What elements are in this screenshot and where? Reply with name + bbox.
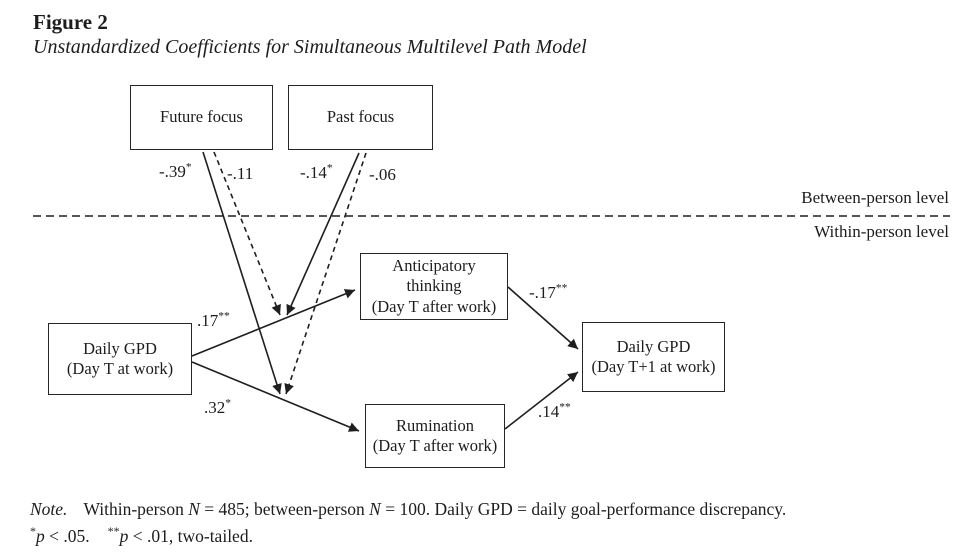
note-text: = 100. Daily GPD = daily goal-performanc… [380,499,787,519]
figure-label: Figure 2 [33,10,108,34]
significance-stars: ** [218,310,230,323]
coefficient-value: -.39 [159,162,186,181]
significance-stars: * [225,397,231,410]
coefficient-future-focus-on-rumination-path: -.39* [159,162,192,182]
node-label-line: (Day T after work) [372,436,498,455]
node-label-line: Daily GPD [83,338,157,358]
note-n-symbol: N [369,499,381,519]
node-future-focus: Future focus [130,85,273,150]
coefficient-value: -.17 [529,283,556,302]
node-label-line: (Day T+1 at work) [591,357,716,376]
coefficient-value: -.06 [369,165,396,184]
coefficient-future-focus-on-anticipatory-path: -.11 [227,164,253,184]
node-past-focus: Past focus [288,85,433,150]
coefficient-value: .14 [538,402,560,421]
note-n-symbol: N [188,499,200,519]
node-label: Future focus [160,107,243,127]
node-label-line: (Day T at work) [66,359,174,378]
node-label-line: Anticipatory [392,256,476,276]
node-label-line: Rumination [396,415,474,435]
coefficient-gpd-to-anticipatory: .17** [197,311,230,331]
between-person-level-label: Between-person level [801,188,949,207]
node-daily-gpd-day-t: Daily GPD (Day T at work) [48,323,192,395]
within-person-level-label: Within-person level [814,222,949,241]
note-label: Note. [30,499,68,519]
coefficient-value: -.11 [227,164,254,183]
note-star: * [30,524,36,539]
node-label-line: thinking [406,276,462,296]
path-gpd-to-anticipatory [191,289,356,357]
significance-stars: * [326,162,333,175]
node-label: Past focus [326,107,395,127]
path-anticipatory-to-gpd-t1 [507,286,579,350]
note-text: Within-person [83,499,189,519]
coefficient-gpd-to-rumination: .32* [204,398,231,418]
note-text: < .05. [44,526,90,546]
node-rumination: Rumination (Day T after work) [365,404,505,468]
note-text: < .01, two-tailed. [128,526,253,546]
moderation-future-focus-on-anticipatory-path [213,151,281,316]
significance-stars: ** [559,401,571,414]
node-anticipatory-thinking: Anticipatory thinking (Day T after work) [360,253,508,320]
coefficient-value: -.14 [300,163,327,182]
coefficient-past-focus-on-rumination-path: -.06 [369,165,396,185]
note-p-symbol: p [36,526,45,546]
coefficient-anticipatory-to-gpd-t1: -.17** [529,283,567,303]
coefficient-past-focus-on-anticipatory-path: -.14* [300,163,333,183]
coefficient-rumination-to-gpd-t1: .14** [538,402,571,422]
note-text: = 485; between-person [199,499,370,519]
moderation-past-focus-on-rumination-path [284,152,367,395]
note-p-symbol: p [119,526,129,546]
coefficient-value: .32 [204,398,226,417]
figure-note: Note. Within-person N = 485; between-pers… [30,496,950,550]
significance-stars: * [185,161,192,174]
node-label-line: (Day T after work) [371,296,497,316]
node-label-line: Daily GPD [616,336,691,356]
path-gpd-to-rumination [191,361,360,432]
node-daily-gpd-day-t1: Daily GPD (Day T+1 at work) [582,322,725,392]
moderation-past-focus-on-anticipatory-path [286,152,360,316]
moderation-future-focus-on-rumination-path [202,151,282,395]
figure-title: Unstandardized Coefficients for Simultan… [33,36,587,58]
significance-stars: ** [555,282,568,295]
path-rumination-to-gpd-t1 [504,371,579,430]
note-star: ** [107,524,120,539]
coefficient-value: .17 [197,311,219,330]
